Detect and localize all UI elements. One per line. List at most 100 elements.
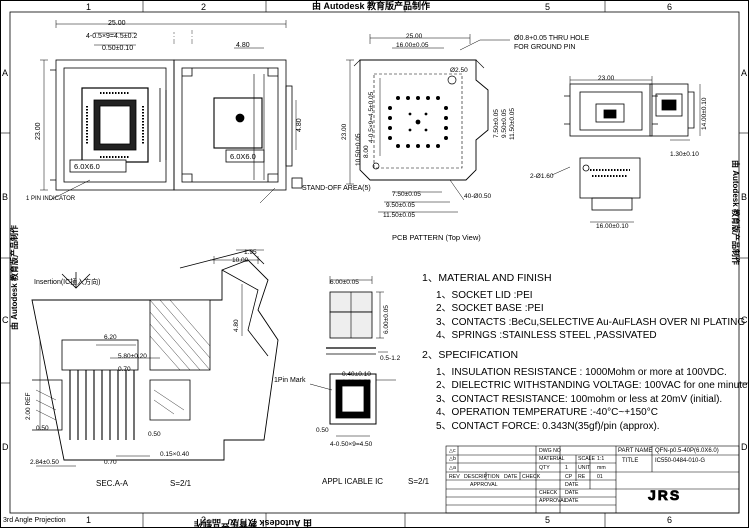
dim-label: 4.80: [296, 118, 303, 132]
col-marker: 5: [545, 515, 550, 525]
section-caption: SEC.A-A: [96, 479, 129, 488]
dim-label: 1.30±0.10: [670, 151, 699, 158]
dim-label: 6.20: [104, 334, 117, 341]
dim-label: 0.50: [36, 425, 49, 432]
spec-item: 4、SPRINGS :STAINLESS STEEL ,PASSIVATED: [436, 330, 657, 342]
dim-label: 0.5-1.2: [380, 355, 401, 362]
title-block: [445, 445, 740, 514]
dim-label: 0.40±0.10: [342, 371, 371, 378]
dim-label: 0.70: [118, 366, 131, 373]
tb-value: RE: [578, 474, 586, 480]
dim-label: 2.00 REF: [25, 393, 32, 420]
tb-label: APPROVAL: [470, 482, 498, 488]
col-marker: 1: [86, 2, 91, 12]
row-marker: B: [741, 192, 747, 202]
dim-label: 7.50±0.05: [493, 109, 500, 138]
column-markers: 1 2 5 6 1 2 5 6: [86, 0, 672, 528]
dim-label: 4-0.50×9=4.50: [330, 441, 373, 448]
row-marker: C: [741, 315, 748, 325]
drawing-title: IC550-0484-010-G: [655, 458, 705, 464]
dim-label: 4.80: [233, 319, 240, 332]
pcb-pattern: [346, 34, 510, 213]
hole-note-2: FOR GROUND PIN: [514, 44, 575, 51]
tb-label: DATE: [565, 482, 579, 488]
dim-label: 9.50±0.05: [386, 202, 415, 209]
row-marker: A: [2, 68, 8, 78]
col-marker: 1: [86, 515, 91, 525]
dim-label: 6.00±0.05: [330, 279, 359, 286]
tb-label: CP: [565, 474, 573, 480]
dim-label: Ø2.50: [450, 67, 468, 74]
watermark-top: 由 Autodesk 教育版产品制作: [312, 0, 430, 11]
pcb-caption: PCB PATTERN (Top View): [392, 233, 481, 242]
dim-label: 7.50±0.05: [392, 191, 421, 198]
applicable-ic: [309, 276, 396, 437]
dim-label: 14.00±0.10: [701, 97, 708, 130]
tb-label: UNIT: [578, 465, 591, 471]
col-marker: 6: [667, 2, 672, 12]
tb-label: DATE: [504, 474, 518, 480]
dim-label: 23.00: [598, 75, 615, 82]
dim-label: 6.00±0.05: [383, 305, 390, 334]
tb-label: QTY: [539, 465, 550, 471]
dim-label: 0.50: [316, 427, 329, 434]
spec-item: 1、SOCKET LID :PEI: [436, 289, 533, 301]
spec-item: 2、SOCKET BASE :PEI: [436, 303, 544, 315]
tb-label: MATERIAL: [539, 456, 565, 462]
tb-label: DESCRIPTION: [464, 474, 500, 480]
tb-value: mm: [597, 465, 606, 471]
tb-label: REV: [449, 474, 460, 480]
chip-label: 6.0X6.0: [74, 162, 100, 171]
tb-value: 1:1: [597, 456, 604, 462]
side-views: [551, 76, 701, 223]
tb-label: DWG NO: [539, 448, 561, 454]
socket-top-view: [40, 20, 303, 204]
dim-label: 0.50±0.10: [102, 45, 133, 52]
dim-label: 25.00: [108, 20, 126, 27]
tb-value: 01: [597, 474, 603, 480]
spec-item: 3、CONTACTS :BeCu,SELECTIVE Au-AuFLASH OV…: [436, 316, 746, 328]
dim-label: 11.50±0.05: [509, 108, 516, 140]
row-marker: C: [2, 315, 9, 325]
row-markers: A B C D A B C D: [0, 68, 749, 452]
specifications: 1、MATERIAL AND FINISH 1、SOCKET LID :PEI …: [422, 272, 749, 434]
spec-item: 3、CONTACT RESISTANCE: 100mohm or less at…: [436, 393, 723, 405]
dim-label: 1.95: [244, 249, 257, 256]
row-marker: B: [2, 192, 8, 202]
tb-label: CHECK: [522, 474, 541, 480]
col-marker: 2: [201, 515, 206, 525]
rev-mark: △c: [449, 448, 456, 454]
dim-label: 9.50±0.05: [501, 109, 508, 138]
pin-mark-label: 1Pin Mark: [274, 377, 306, 384]
rev-mark: △b: [449, 456, 456, 462]
watermark-bottom: 由 Autodesk 教育版产品制作: [194, 518, 312, 528]
tb-label: DATE: [565, 490, 579, 496]
dim-label: 0.15×0.40: [160, 451, 189, 458]
tb-label: SCALE: [578, 456, 596, 462]
company-logo: JRS: [648, 487, 680, 504]
dim-label: 5.80±0.20: [118, 353, 147, 360]
ic-scale: S=2/1: [408, 477, 430, 486]
spec-heading-material: 1、MATERIAL AND FINISH: [422, 272, 552, 284]
tb-label: DATE: [565, 498, 579, 504]
dim-label: 0.20±0.50: [342, 379, 371, 386]
dim-label: 16.00±0.10: [596, 223, 629, 230]
dim-label: 10.00: [232, 257, 249, 264]
part-name: QFN-p0.5-40P(6.0X6.0): [655, 448, 719, 454]
row-marker: D: [741, 442, 748, 452]
dim-label: 4-0.5×9=4.5±0.2: [86, 33, 137, 40]
tb-label: PART NAME: [618, 448, 652, 454]
insertion-label: Insertion(IC插入方向): [34, 277, 101, 286]
section-a-a: [31, 249, 279, 467]
spec-item: 1、INSULATION RESISTANCE : 1000Mohm or mo…: [436, 366, 727, 378]
dim-label: 25.00: [406, 33, 423, 40]
col-marker: 2: [201, 2, 206, 12]
spec-heading-specification: 2、SPECIFICATION: [422, 348, 519, 361]
dim-label: 2.84±0.50: [30, 459, 59, 466]
tb-label: APPROVAL: [539, 498, 567, 504]
dim-label: 2-Ø1.60: [530, 173, 554, 180]
spec-item: 5、CONTACT FORCE: 0.343N(35gf)/pin (appro…: [436, 420, 660, 432]
row-marker: A: [741, 68, 747, 78]
section-scale: S=2/1: [170, 479, 192, 488]
